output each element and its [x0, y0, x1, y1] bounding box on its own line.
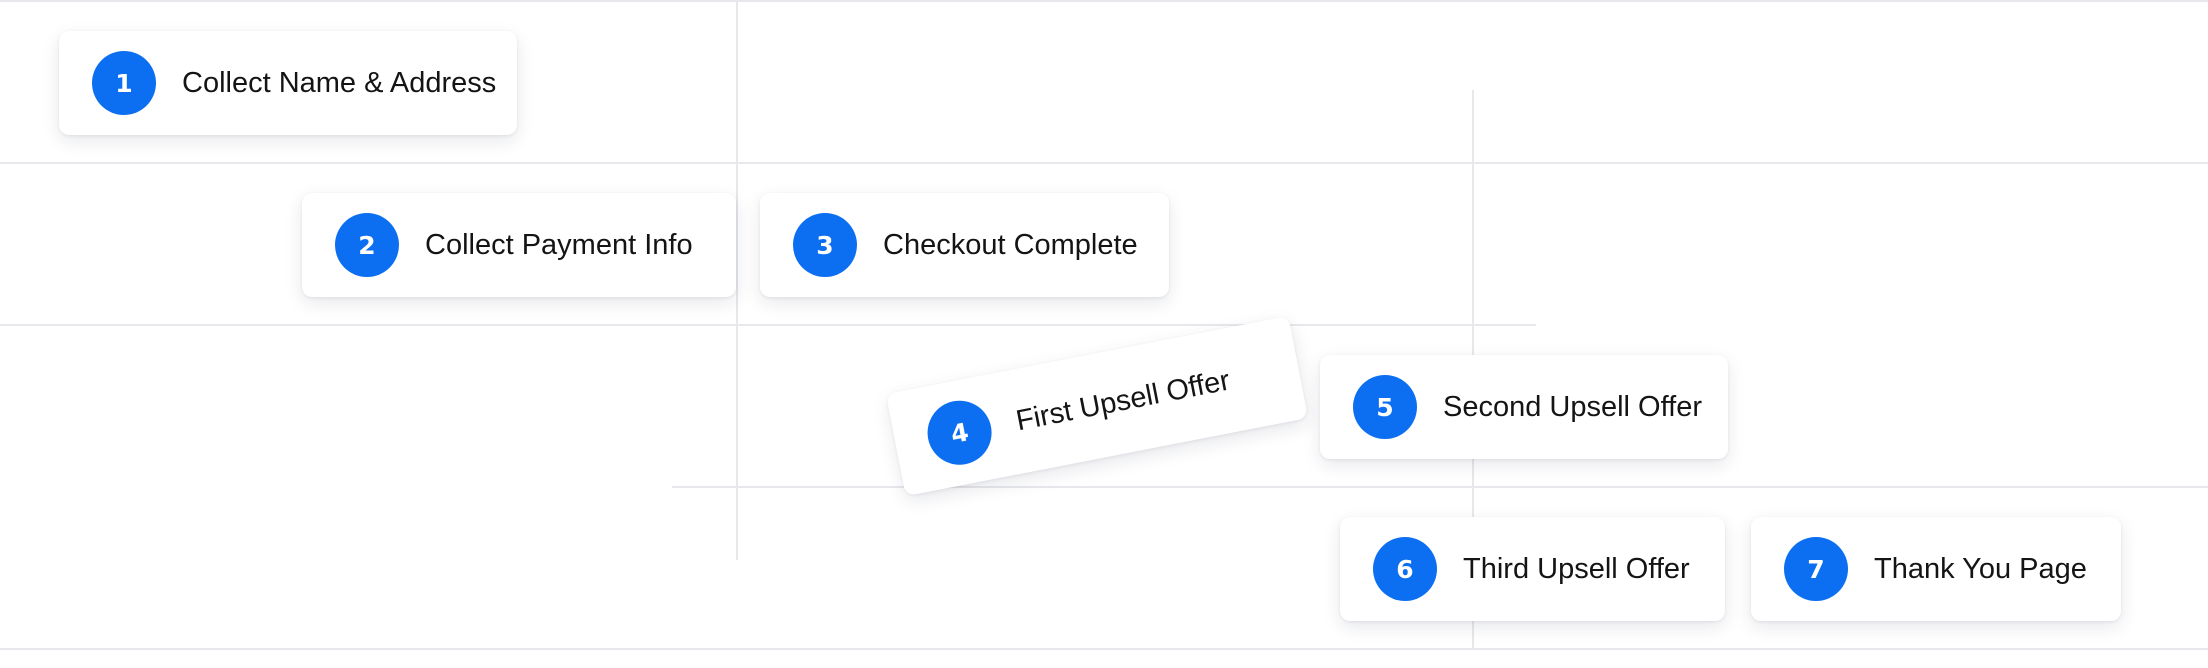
grid-line-bottom — [0, 648, 2208, 650]
step-number-badge: 2 — [335, 213, 399, 277]
grid-line-row-2 — [0, 324, 1536, 326]
step-label: Collect Payment Info — [425, 228, 693, 261]
step-card-7[interactable]: 7 Thank You Page — [1751, 517, 2121, 621]
step-number-badge: 6 — [1373, 537, 1437, 601]
step-card-1[interactable]: 1 Collect Name & Address — [59, 31, 517, 135]
step-card-6[interactable]: 6 Third Upsell Offer — [1340, 517, 1725, 621]
grid-line-top — [0, 0, 2208, 2]
step-label: Second Upsell Offer — [1443, 390, 1702, 423]
step-number-badge: 1 — [92, 51, 156, 115]
step-number-badge: 5 — [1353, 375, 1417, 439]
grid-line-row-3 — [672, 486, 2208, 488]
step-number-badge: 4 — [922, 395, 998, 471]
step-label: First Upsell Offer — [1013, 364, 1233, 437]
step-card-4[interactable]: 4 First Upsell Offer — [885, 315, 1309, 497]
grid-line-col-1 — [736, 0, 738, 560]
step-label: Checkout Complete — [883, 228, 1138, 261]
step-label: Third Upsell Offer — [1463, 552, 1690, 585]
step-label: Collect Name & Address — [182, 66, 497, 99]
grid-line-row-1 — [0, 162, 2208, 164]
step-number-badge: 7 — [1784, 537, 1848, 601]
step-card-5[interactable]: 5 Second Upsell Offer — [1320, 355, 1728, 459]
step-card-3[interactable]: 3 Checkout Complete — [760, 193, 1169, 297]
step-number-badge: 3 — [793, 213, 857, 277]
step-card-2[interactable]: 2 Collect Payment Info — [302, 193, 736, 297]
step-label: Thank You Page — [1874, 552, 2087, 585]
